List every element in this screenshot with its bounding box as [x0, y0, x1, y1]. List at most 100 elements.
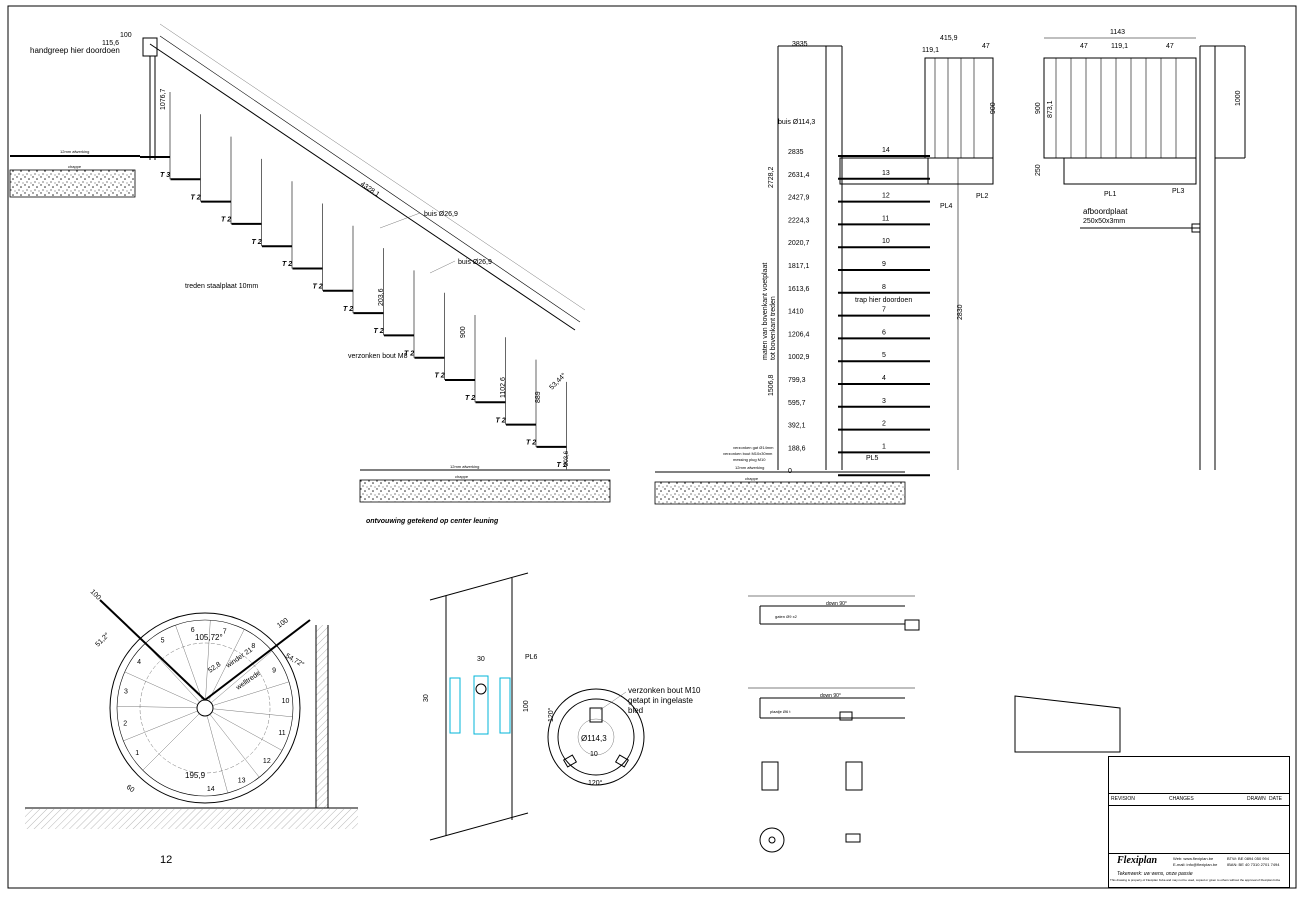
tread-label-8: T 2 — [374, 328, 384, 335]
plan-tread-11: 11 — [278, 730, 285, 737]
top-dim-100: 100 — [120, 32, 132, 39]
level-height-2: 2427,9 — [788, 195, 810, 202]
landing-sub-1: 47 — [1080, 43, 1088, 50]
sheet-border — [7, 5, 1297, 889]
front-elevation: 3835 buis Ø114,3 2728,2 1506,8 maten van… — [654, 35, 997, 505]
level-number-9: 5 — [882, 352, 886, 359]
landing-top-dim: 1143 — [1110, 29, 1125, 36]
detail-label-1: down 90° — [826, 601, 847, 607]
plan-angle-1: 51,2° — [94, 631, 111, 648]
changes-label: CHANGES — [1169, 796, 1194, 802]
bolt-note-2: getapt in ingelaste — [628, 696, 693, 705]
plan-tread-12: 12 — [263, 758, 271, 765]
post-tube: Ø114,3 — [581, 734, 607, 743]
level-number-12: 2 — [882, 421, 886, 428]
plate-pl5: PL5 — [866, 455, 879, 462]
stair-note: trap hier doordoen — [855, 297, 912, 304]
tube-label: buis Ø114,3 — [778, 119, 815, 126]
plan-tread-14: 14 — [207, 786, 215, 793]
plan-tread-2: 2 — [123, 720, 127, 727]
plan-view: 105,72° 52,8 winder 21 welltrede 100 100… — [25, 588, 358, 866]
side-view: 12mm afwerking chappe 12mm afwerking cha… — [9, 23, 611, 525]
landing-view: 1143 47 119,1 47 900 873,1 250 PL1 PL3 1… — [1035, 29, 1246, 470]
total-height: 2728,2 — [768, 166, 775, 188]
plan-dim-60: 60 — [125, 784, 135, 794]
bolt-note-1: verzonken bout M10 — [628, 686, 701, 695]
page-number: 12 — [160, 854, 172, 866]
bottom-dim: 203,6 — [564, 450, 570, 466]
drawn-label: DRAWN — [1247, 796, 1266, 802]
rail-height-dim: 900 — [460, 326, 467, 338]
tread-label-9: T 2 — [404, 350, 414, 357]
level-number-2: 12 — [882, 193, 890, 200]
brand: Flexiplan — [1117, 855, 1158, 866]
rail-height: 900 — [990, 102, 997, 114]
tube-label-2: buis Ø26,9 — [458, 259, 492, 266]
measure-note-2: tot bovenkant treden — [770, 296, 777, 360]
level-height-4: 2020,7 — [788, 240, 810, 247]
lower-floor-top-label: 12mm afwerking — [450, 464, 479, 469]
base-note-1: verzonken gat Ø14mm — [733, 445, 774, 450]
tagline: Tekenwerk: uw wens, onze passie — [1117, 871, 1193, 877]
handrail-top — [149, 43, 576, 331]
rail-dim-1: 415,9 — [940, 35, 958, 42]
plate-pl4: PL4 — [940, 203, 953, 210]
upper-floor-top-label: 12mm afwerking — [60, 149, 89, 154]
plan-tread-8: 8 — [251, 643, 255, 650]
tread-label-10: T 2 — [435, 373, 445, 380]
level-height-5: 1817,1 — [788, 263, 810, 270]
unfold-note: ontvouwing getekend op center leuning — [366, 518, 499, 525]
tread-label-6: T 2 — [313, 284, 323, 291]
level-number-5: 9 — [882, 261, 886, 268]
tread-label-5: T 2 — [282, 261, 292, 268]
post-dim-left: 30 — [423, 694, 430, 702]
lower-floor-slab — [359, 479, 611, 503]
post-pl6: PL6 — [525, 654, 538, 661]
level-number-0: 14 — [882, 147, 890, 154]
riser-dim: 203,6 — [378, 288, 385, 306]
plan-dim-100b: 100 — [276, 617, 290, 629]
base-note-2: verzonken bout M10x30mm — [723, 451, 773, 456]
post-dim-right: 100 — [523, 700, 530, 712]
tread-label-1: T 3 — [160, 172, 170, 179]
lower-floor-screed-label: chappe — [455, 474, 469, 479]
upper-floor-slab — [9, 169, 136, 198]
detail-note-2: plaatje Ø6 t — [770, 709, 791, 714]
dim-52: 52,8 — [207, 661, 222, 675]
post-dim: 1102,6 — [500, 377, 507, 398]
plan-tread-7: 7 — [223, 629, 227, 636]
level-number-4: 10 — [882, 238, 890, 245]
tread-label-3: T 2 — [221, 217, 231, 224]
tread-label-11: T 2 — [465, 395, 475, 402]
post-height-dim: 1076,7 — [160, 88, 167, 110]
plan-tread-1: 1 — [135, 750, 139, 757]
landing-sub-3: 47 — [1166, 43, 1174, 50]
level-height-11: 595,7 — [788, 400, 806, 407]
detail-label-2: down 90° — [820, 693, 841, 699]
plan-tread-3: 3 — [124, 688, 128, 695]
level-number-8: 6 — [882, 329, 886, 336]
rail-length-dim: 4328,1 — [359, 181, 381, 199]
level-height-13: 188,6 — [788, 445, 806, 452]
level-number-3: 11 — [882, 215, 889, 222]
landing-h2: 873,1 — [1047, 100, 1054, 118]
tread-label-4: T 2 — [252, 239, 262, 246]
level-height-12: 392,1 — [788, 423, 806, 430]
measure-note-1: maten van bovenkant voetplaat — [762, 263, 769, 360]
top-dim-115: 115,6 — [102, 40, 119, 47]
plan-dim-100a: 100 — [89, 588, 102, 601]
tube-label-1: buis Ø26,9 — [424, 211, 458, 218]
walkline-label: welltrede — [234, 670, 262, 692]
landing-sub-2: 119,1 — [1111, 43, 1128, 50]
level-height-1: 2631,4 — [788, 172, 810, 179]
post-angle-2: 120° — [588, 779, 603, 787]
level-height-8: 1206,4 — [788, 331, 810, 338]
elev-floor-screed-label: chappe — [745, 476, 759, 481]
mail: E-mail: info@flexiplan.be — [1173, 862, 1218, 867]
title-block: REVISION CHANGES DRAWN DATE Flexiplan Te… — [1108, 756, 1290, 888]
tread-label-7: T 2 — [343, 306, 353, 313]
post-dim-10: 10 — [590, 751, 598, 758]
level-height-9: 1002,9 — [788, 354, 810, 361]
top-dim: 3835 — [792, 41, 808, 48]
